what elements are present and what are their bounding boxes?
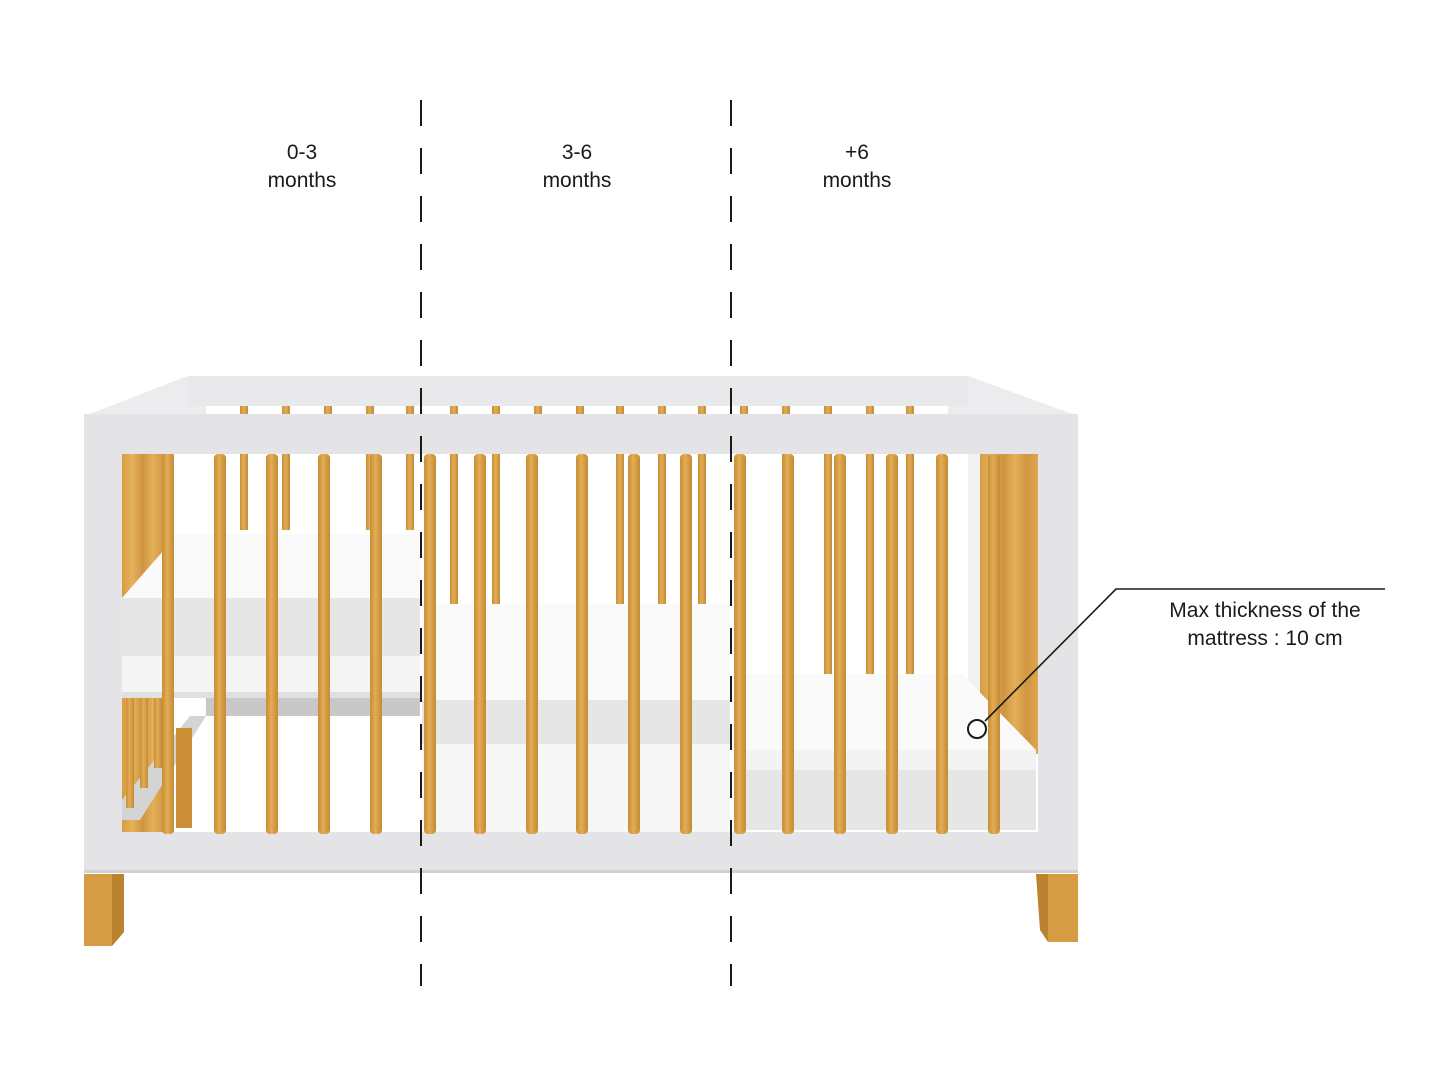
stage-unit: months [822, 169, 892, 192]
crib-back-frame [84, 376, 1078, 416]
mattress-thickness-note: Max thickness of the mattress : 10 cm [1130, 597, 1400, 653]
stage-range: 3-6 [561, 141, 593, 164]
callout-line-2: mattress : 10 cm [1187, 627, 1343, 650]
callout-marker-icon [967, 719, 987, 739]
side-slats-stage-1 [126, 698, 162, 808]
stage-label-0-3-months: 0-3 months [242, 139, 362, 195]
stage-unit: months [267, 169, 337, 192]
crib-legs [84, 874, 1078, 946]
front-slats [162, 454, 1000, 834]
callout-line-1: Max thickness of the [1169, 599, 1361, 622]
stage-range: +6 [845, 141, 869, 164]
crib-front-frame [84, 414, 1078, 873]
stage-range: 0-3 [286, 141, 318, 164]
stage-unit: months [542, 169, 612, 192]
stage-label-6-plus-months: +6 months [797, 139, 917, 195]
callout-leader [967, 588, 1385, 739]
stage-label-3-6-months: 3-6 months [517, 139, 637, 195]
back-slats [240, 406, 914, 416]
